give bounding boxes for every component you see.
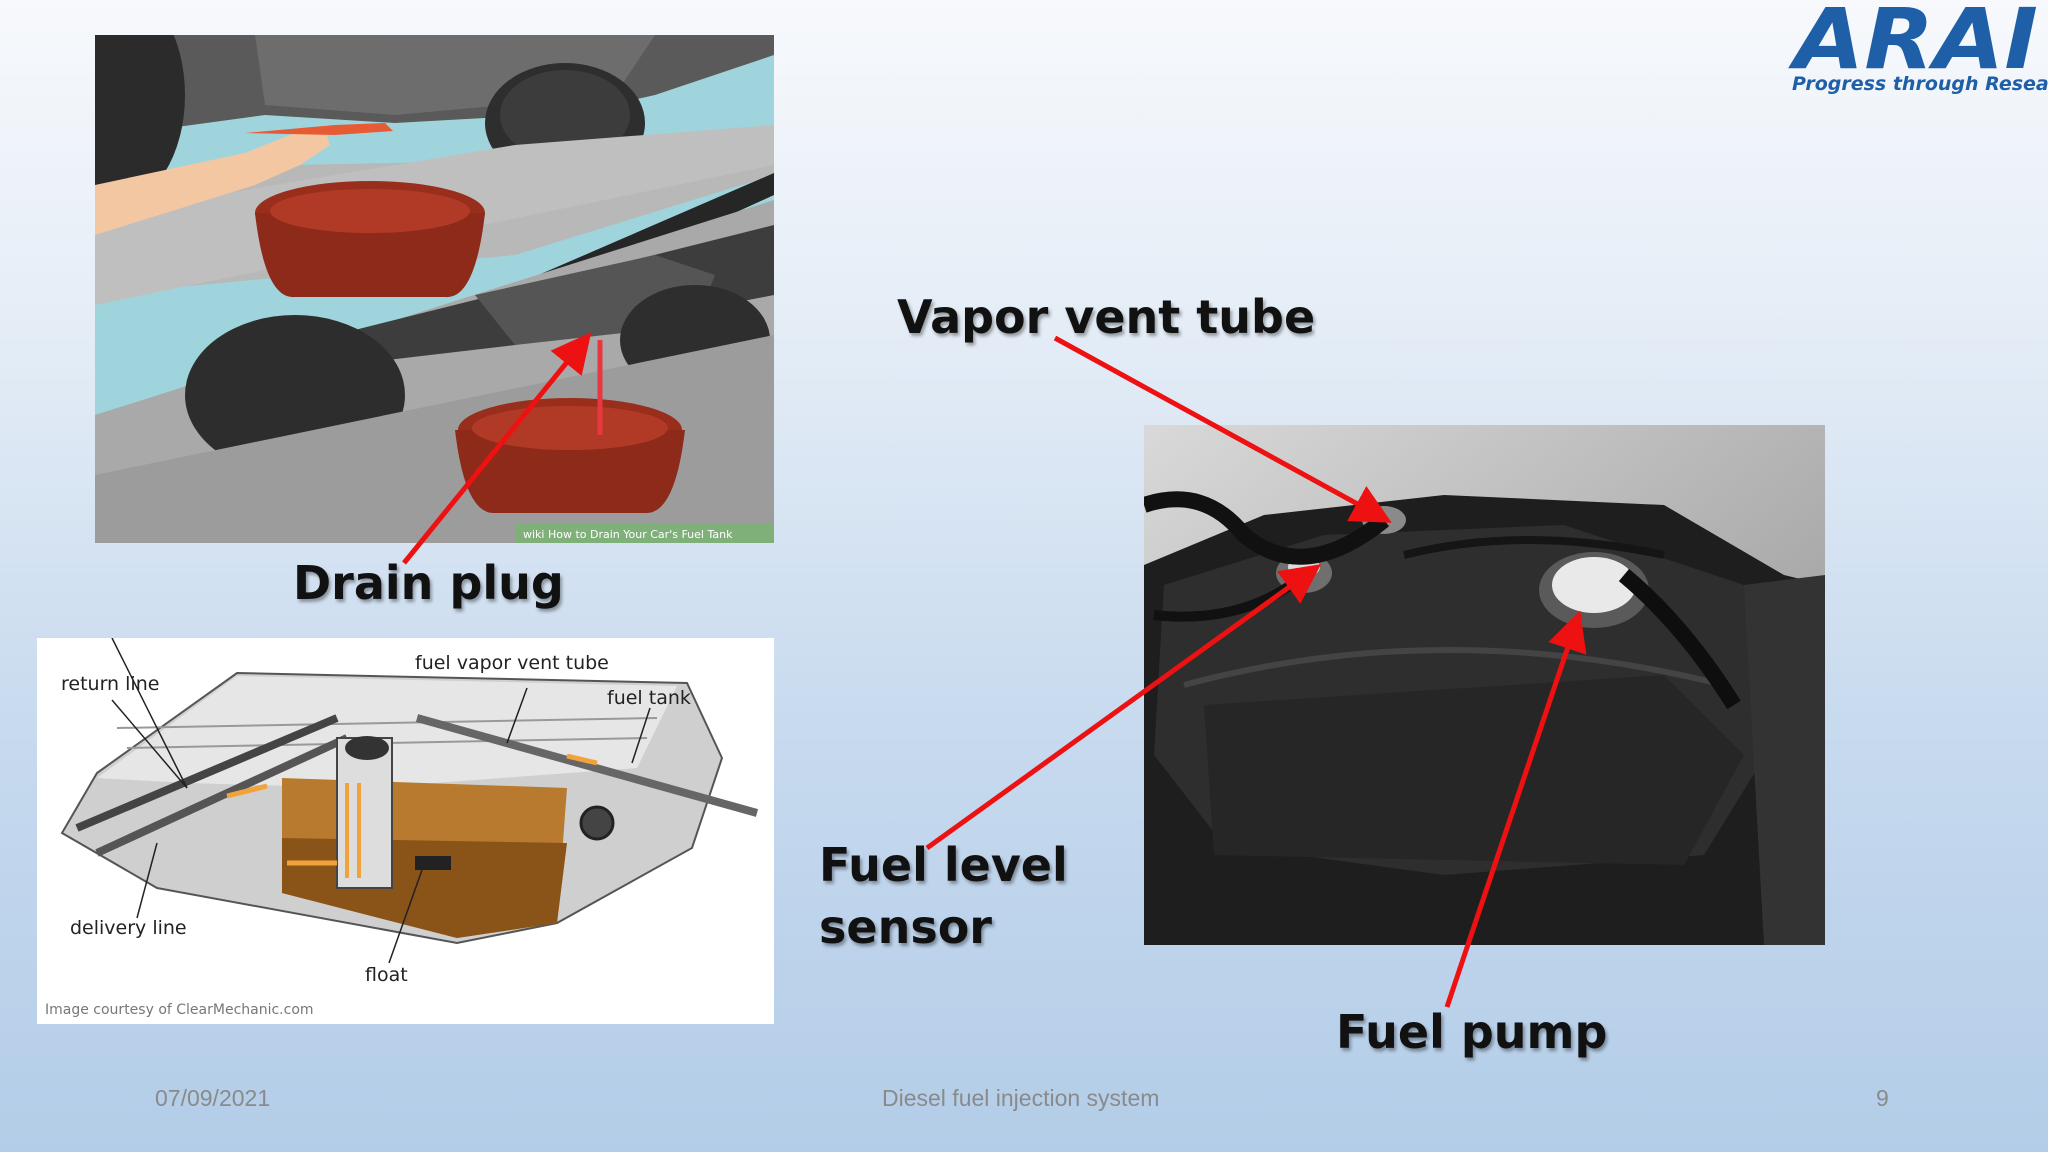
arai-logo-mark: ARAI Progress through Research [1788, 0, 2048, 95]
footer-date: 07/09/2021 [155, 1085, 271, 1111]
label-vapor-vent-tube: Vapor vent tube [897, 290, 1316, 344]
label-fuel-tank: fuel tank [607, 687, 691, 709]
drain-watermark: wiki How to Drain Your Car's Fuel Tank [523, 528, 733, 541]
label-fuel-level-sensor-line1: Fuel level [819, 838, 1068, 892]
fuel-tank-photo-svg [1144, 425, 1825, 945]
fuel-tank-diagram-svg: return line fuel vapor vent tube fuel ta… [45, 637, 759, 1018]
logo-brand: ARAI [1788, 0, 2038, 88]
arrow-fuel-level-sensor [925, 564, 1322, 851]
arrow-drain-plug [402, 332, 592, 565]
label-return-line: return line [61, 673, 159, 695]
label-fuel-vapor-vent-tube: fuel vapor vent tube [415, 652, 609, 674]
drain-illustration: wiki How to Drain Your Car's Fuel Tank [95, 35, 774, 543]
arrow-fuel-pump [1444, 610, 1587, 1008]
label-delivery-line: delivery line [70, 917, 187, 939]
label-fuel-pump: Fuel pump [1336, 1005, 1608, 1059]
footer-page-number: 9 [1876, 1085, 1889, 1111]
logo-tagline: Progress through Research [1792, 73, 2048, 95]
drain-illustration-svg: wiki How to Drain Your Car's Fuel Tank [95, 35, 774, 543]
arrow-vapor-vent-tube [1053, 335, 1392, 523]
label-fuel-level-sensor-line2: sensor [819, 900, 992, 954]
fuel-tank-diagram: return line fuel vapor vent tube fuel ta… [37, 637, 774, 1024]
footer-title: Diesel fuel injection system [882, 1085, 1160, 1111]
fuel-tank-photo [1144, 425, 1825, 945]
label-drain-plug: Drain plug [293, 556, 564, 610]
label-float: float [365, 964, 408, 986]
diagram-credit: Image courtesy of ClearMechanic.com [45, 1002, 314, 1018]
